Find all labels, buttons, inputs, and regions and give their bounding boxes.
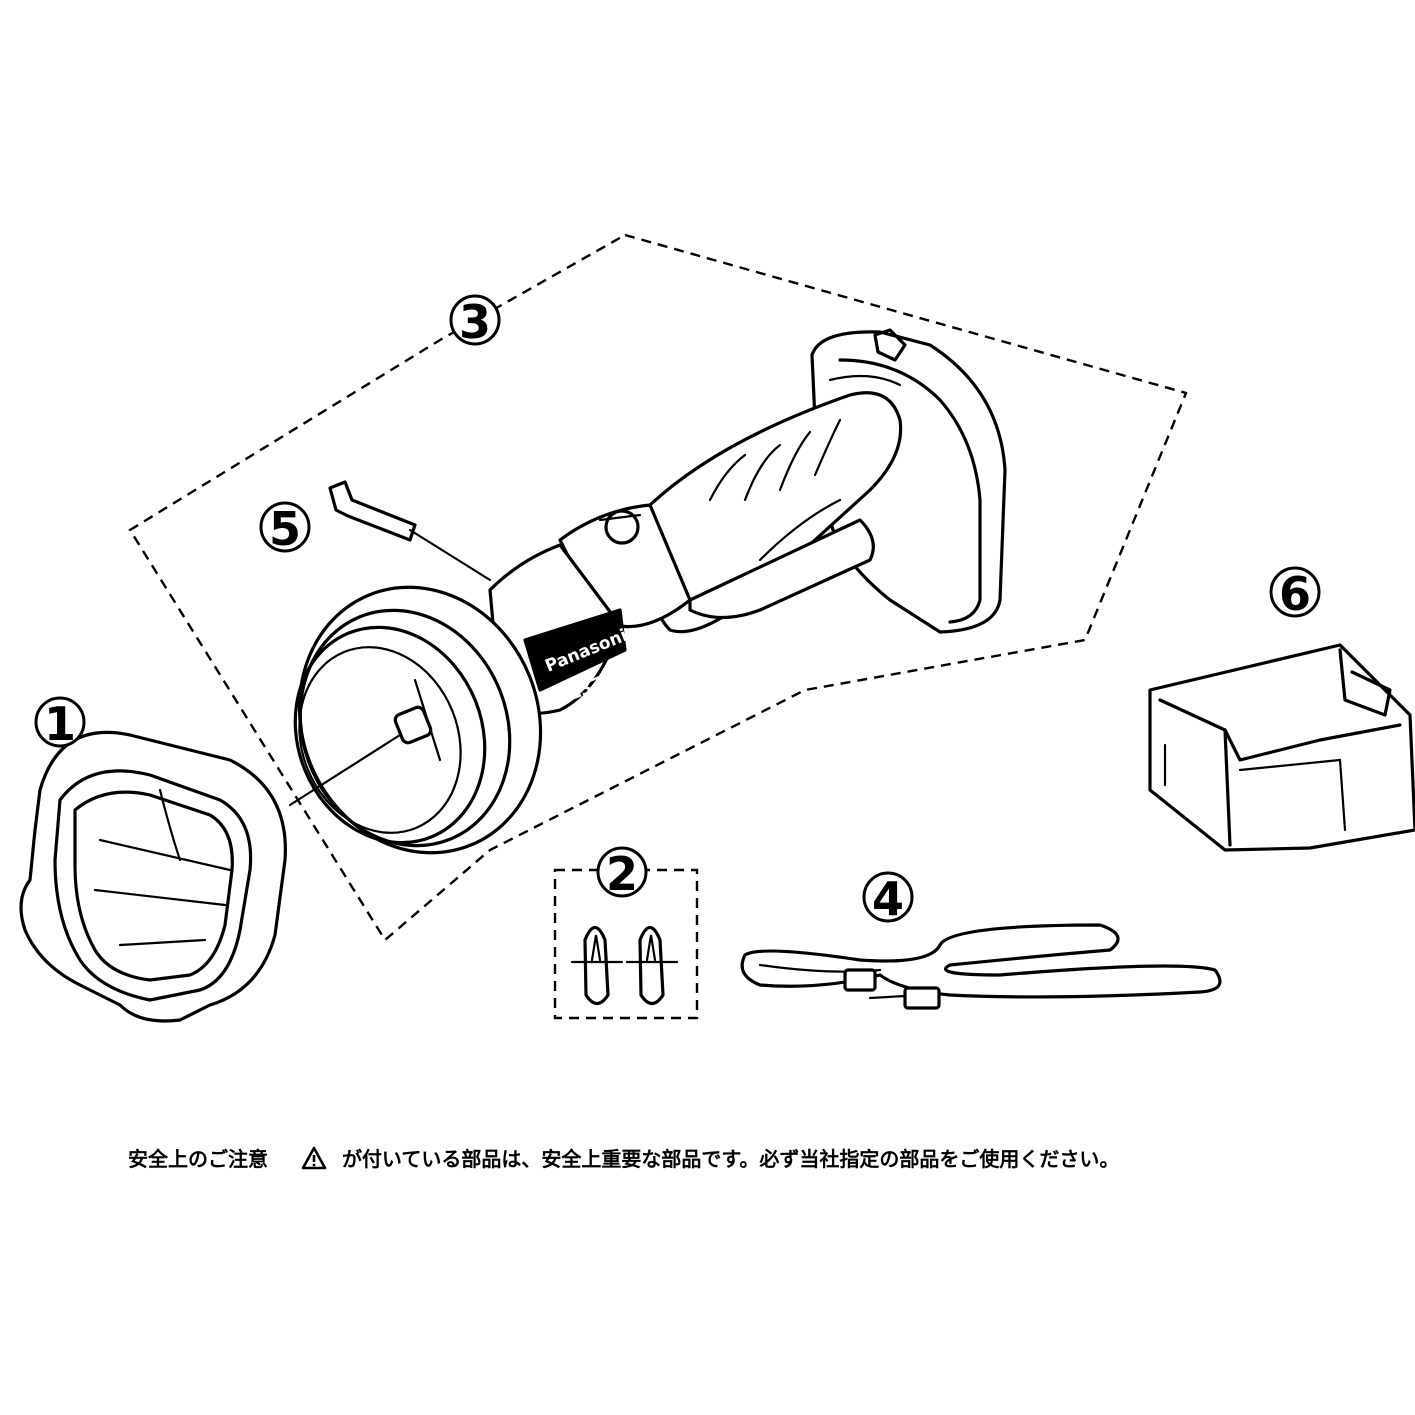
callout-2: 2 — [596, 846, 648, 901]
callout-5-label: 5 — [269, 502, 301, 556]
strap-part — [740, 923, 1222, 1010]
assembly-3-boundary — [128, 233, 1188, 942]
lens-cap-part — [19, 730, 287, 1023]
callout-3-label: 3 — [459, 295, 491, 349]
callout-4: 4 — [862, 871, 914, 926]
terminal-cover-part — [1148, 643, 1415, 852]
bulbs-part — [570, 925, 679, 1006]
callout-5: 5 — [259, 501, 311, 556]
warning-triangle-icon — [301, 1146, 327, 1170]
callout-1-label: 1 — [44, 697, 76, 751]
safety-notice-text: が付いている部品は、安全上重要な部品です。必ず当社指定の部品をご使用ください。 — [341, 1147, 1120, 1171]
flashlight-body: Panasonic EZ37 — [288, 328, 1007, 855]
callout-6-label: 6 — [1279, 567, 1311, 621]
callout-1: 1 — [34, 696, 86, 751]
safety-notice-title: 安全上のご注意 — [128, 1147, 268, 1171]
callout-2-label: 2 — [606, 847, 638, 901]
safety-notice: 安全上のご注意 が付いている部品は、安全上重要な部品です。必ず当社指定の部品をご… — [128, 1143, 1328, 1177]
pin-part — [328, 480, 492, 582]
callout-4-label: 4 — [872, 872, 904, 926]
callout-3: 3 — [449, 294, 501, 349]
callout-6: 6 — [1269, 566, 1321, 621]
